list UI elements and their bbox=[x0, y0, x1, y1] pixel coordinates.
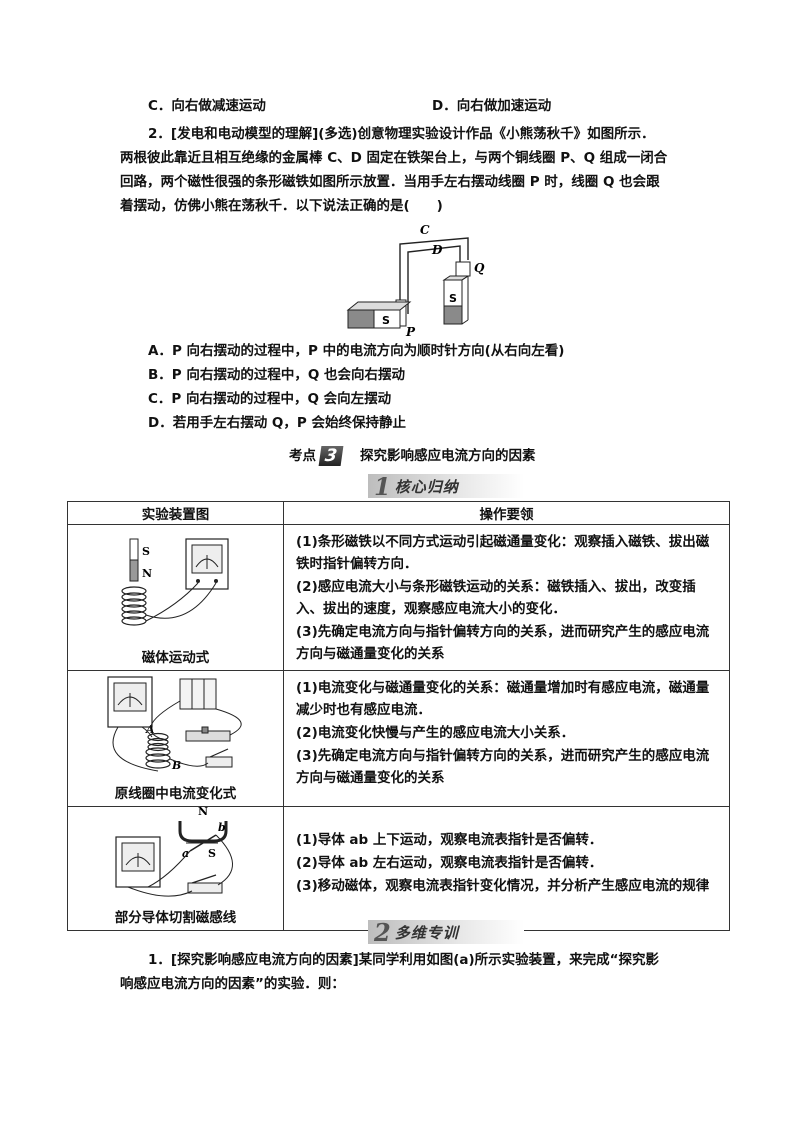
table-row: N b a S 部分导体切割磁感线 (1)导体 ab 上下运动，观察电流表指针是… bbox=[67, 805, 730, 931]
label-a: A bbox=[145, 723, 155, 736]
conductor-ab bbox=[189, 834, 217, 852]
switch bbox=[205, 756, 233, 768]
ops-item: (3)先确定电流方向与指针偏转方向的关系，进而研究产生的感应电流方向与磁通量变化… bbox=[296, 624, 710, 662]
magnet-left-dark bbox=[347, 309, 375, 329]
ops-item: (2)感应电流大小与条形磁铁运动的关系：磁铁插入、拔出，改变插入、拔出的速度，观… bbox=[296, 579, 696, 617]
ops-item: (2)电流变化快慢与产生的感应电流大小关系． bbox=[296, 725, 575, 741]
q2-option-b: B．P 向右摆动的过程中，Q 也会向右摆动 bbox=[148, 367, 406, 383]
figure-cell-conductor-cutting: N b a S 部分导体切割磁感线 bbox=[67, 805, 284, 931]
label-s: S bbox=[142, 545, 150, 558]
experiment-table: 实验装置图 操作要领 S N bbox=[67, 501, 730, 931]
section-title: 探究影响感应电流方向的因素 bbox=[360, 448, 536, 464]
ops-cell-conductor-cutting: (1)导体 ab 上下运动，观察电流表指针是否偏转． (2)导体 ab 左右运动… bbox=[283, 806, 730, 931]
figure-cell-magnet-motion: S N bbox=[67, 524, 284, 671]
label-s-left: S bbox=[382, 314, 390, 327]
swing-figure: C D Q S S P bbox=[346, 223, 485, 339]
q1-line-2: 响感应电流方向的因素”的实验．则： bbox=[120, 976, 345, 992]
magnet-right-dark bbox=[443, 305, 463, 325]
ops-item: (1)电流变化与磁通量变化的关系：磁通量增加时有感应电流，磁通量减少时也有感应电… bbox=[296, 680, 710, 718]
label-b: B bbox=[171, 759, 181, 772]
figure-caption-magnet-motion: 磁体运动式 bbox=[141, 650, 210, 666]
label-d: D bbox=[431, 243, 443, 257]
ops-item: (3)移动磁体，观察电流表指针变化情况，并分析产生感应电流的规律 bbox=[296, 878, 710, 894]
label-s: S bbox=[208, 847, 216, 860]
u-magnet bbox=[178, 821, 228, 843]
ops-item: (1)导体 ab 上下运动，观察电流表指针是否偏转． bbox=[296, 832, 603, 848]
magnet-left-top bbox=[346, 301, 412, 311]
switch bbox=[187, 882, 223, 894]
magnet-motion-figure: S N bbox=[121, 538, 229, 626]
ops-cell-magnet-motion: (1)条形磁铁以不同方式运动引起磁通量变化：观察插入磁铁、拔出磁铁时指针偏转方向… bbox=[283, 524, 730, 671]
battery bbox=[179, 678, 217, 710]
ops-item: (1)条形磁铁以不同方式运动引起磁通量变化：观察插入磁铁、拔出磁铁时指针偏转方向… bbox=[296, 534, 710, 572]
label-p: P bbox=[405, 325, 416, 339]
rod-c bbox=[399, 237, 469, 314]
primary-coil-figure: A B bbox=[107, 676, 242, 772]
ops-item: (3)先确定电流方向与指针偏转方向的关系，进而研究产生的感应电流方向与磁通量变化… bbox=[296, 748, 710, 786]
banner-core-summary: 1 核心归纳 bbox=[368, 471, 524, 501]
q2-line-2: 两根彼此靠近且相互绝缘的金属棒 C、D 固定在铁架台上，与两个铜线圈 P、Q 组… bbox=[120, 150, 668, 166]
option-d-top: D．向右做加速运动 bbox=[432, 98, 552, 114]
option-c-top: C．向右做减速运动 bbox=[148, 98, 266, 114]
label-s-right: S bbox=[449, 292, 457, 305]
ops-item: (2)导体 ab 左右运动，观察电流表指针是否偏转． bbox=[296, 855, 603, 871]
banner-text: 核心归纳 bbox=[394, 477, 459, 496]
label-n: N bbox=[198, 807, 208, 818]
coils bbox=[145, 732, 171, 769]
q2-option-c: C．P 向右摆动的过程中，Q 会向左摆动 bbox=[148, 391, 392, 407]
coil-q bbox=[455, 261, 471, 277]
table-row: S N bbox=[67, 524, 730, 671]
label-c: C bbox=[420, 223, 430, 237]
q2-option-d: D．若用手左右摆动 Q，P 会始终保持静止 bbox=[148, 415, 406, 431]
table-header: 操作要领 bbox=[283, 501, 730, 525]
figure-cell-primary-coil: A B 原线圈中电流变化式 bbox=[67, 670, 284, 807]
banner-number: 2 bbox=[374, 917, 391, 947]
q2-line-1: 2．[发电和电动模型的理解](多选)创意物理实验设计作品《小熊荡秋千》如图所示． bbox=[148, 126, 655, 142]
label-q: Q bbox=[474, 261, 485, 275]
figure-caption-primary-coil: 原线圈中电流变化式 bbox=[114, 786, 237, 802]
table-header: 实验装置图 bbox=[67, 501, 284, 525]
section-badge: 3 bbox=[318, 446, 344, 466]
figure-caption-conductor-cutting: 部分导体切割磁感线 bbox=[114, 910, 237, 926]
label-b: b bbox=[218, 821, 226, 834]
q2-line-4: 着摆动，仿佛小熊在荡秋千．以下说法正确的是( ) bbox=[120, 198, 443, 214]
label-a: a bbox=[182, 847, 189, 860]
q2-line-3: 回路，两个磁性很强的条形磁铁如图所示放置．当用手左右摆动线圈 P 时，线圈 Q … bbox=[120, 174, 660, 190]
banner-number: 1 bbox=[374, 471, 391, 501]
section-prefix: 考点 bbox=[289, 448, 316, 464]
conductor-cutting-figure: N b a S bbox=[115, 805, 233, 897]
q2-option-a: A．P 向右摆动的过程中，P 中的电流方向为顺时针方向(从右向左看) bbox=[148, 343, 565, 359]
q1-line-1: 1．[探究影响感应电流方向的因素]某同学利用如图(a)所示实验装置，来完成“探究… bbox=[148, 952, 660, 968]
banner-text: 多维专训 bbox=[394, 923, 459, 942]
table-row: A B 原线圈中电流变化式 (1)电流变化与磁通量变化的关系：磁通量增加时有感应… bbox=[67, 670, 730, 807]
coil bbox=[121, 586, 147, 626]
rod-d bbox=[407, 245, 461, 314]
banner-multi-training: 2 多维专训 bbox=[368, 917, 524, 947]
table-header-row: 实验装置图 操作要领 bbox=[67, 501, 730, 525]
label-n: N bbox=[142, 567, 152, 580]
ops-cell-primary-coil: (1)电流变化与磁通量变化的关系：磁通量增加时有感应电流，磁通量减少时也有感应电… bbox=[283, 670, 730, 807]
